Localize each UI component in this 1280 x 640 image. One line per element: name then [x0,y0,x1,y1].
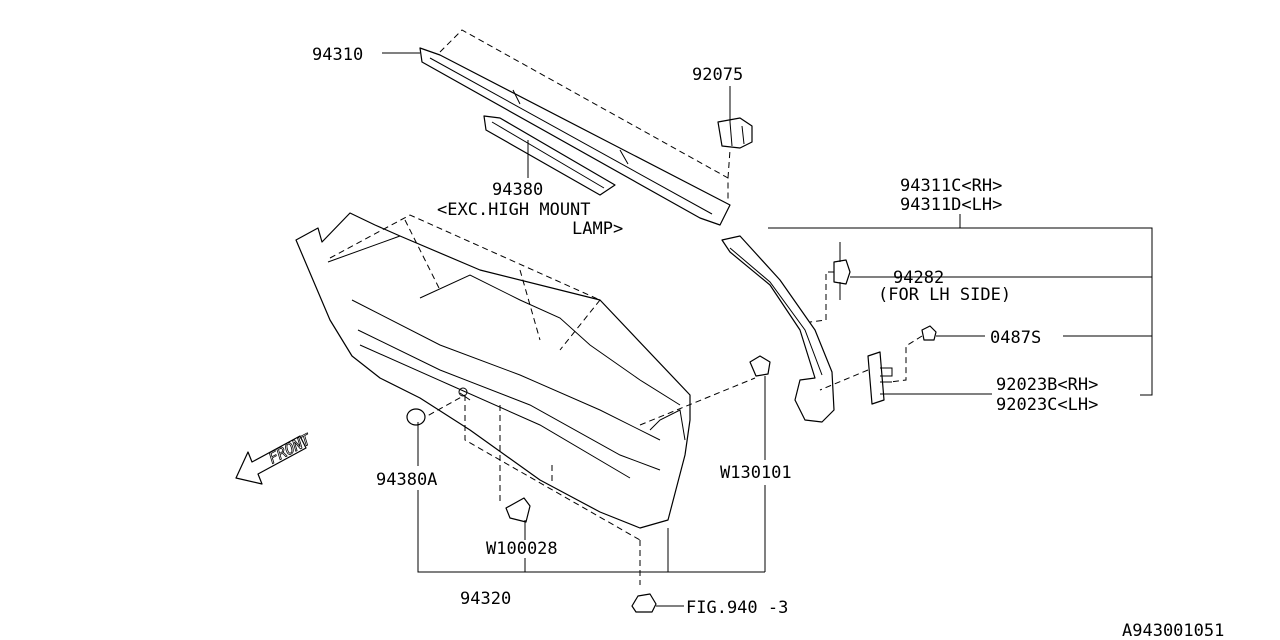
label-94380a: 94380A [376,470,437,490]
front-arrow-icon [235,435,307,485]
leader-lines [382,52,1153,607]
part-0487s-shape [921,325,937,341]
label-94310: 94310 [312,45,363,65]
label-92075: 92075 [692,65,743,85]
label-94311d: 94311D<LH> [900,195,1002,215]
label-94282: 94282 [893,268,944,288]
diagram-id: A943001051 [1122,621,1224,640]
label-0487s: 0487S [990,328,1041,348]
part-92075-shape [717,117,753,149]
part-94282-shape [833,242,851,300]
front-label: FRONT [265,430,314,468]
label-94380-note-line1: <EXC.HIGH MOUNT [437,200,591,220]
part-94310-shape [419,47,731,226]
label-92023b: 92023B<RH> [996,375,1098,395]
label-94320: 94320 [460,589,511,609]
part-w130101-shape [749,355,771,377]
part-92023-dashes [819,369,869,391]
label-w100028: W100028 [486,539,558,559]
label-92023c: 92023C<LH> [996,395,1098,415]
part-94310-dashes [439,29,731,200]
label-fig940-3: FIG.940 -3 [686,598,788,618]
label-94311c: 94311C<RH> [900,176,1002,196]
part-94380a-shape [406,408,426,426]
part-94320-shape [295,212,691,529]
part-0487s-dashes [889,335,923,383]
part-94311-shape [721,235,835,423]
part-fig940-shape [631,593,657,613]
label-94380: 94380 [492,180,543,200]
label-w130101: W130101 [720,463,792,483]
part-w100028-shape [505,497,531,523]
label-94282-note: (FOR LH SIDE) [878,285,1011,305]
label-94380-note-line2: LAMP> [572,219,623,239]
part-94282-dashes [809,271,834,323]
part-94320-dashes [329,214,756,585]
part-94380-shape [483,115,616,196]
part-92023-shape [867,351,893,405]
